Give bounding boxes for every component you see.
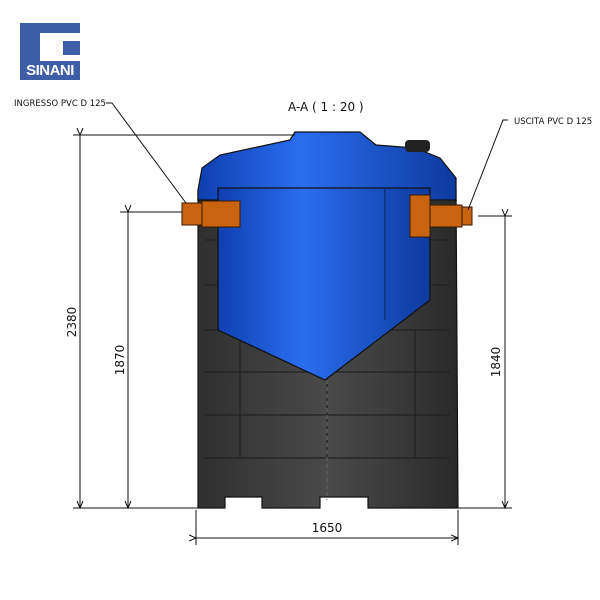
inner-tank [217,187,431,381]
outlet-pipe [409,194,473,238]
section-title: A-A ( 1 : 20 ) [288,100,364,114]
lid-cap [405,140,430,152]
inlet-label: INGRESSO PVC D 125 [14,99,106,109]
sinani-logo: SINANI [20,23,80,80]
dim-outlet-height: 1840 [489,347,503,378]
tank-lid [197,131,457,201]
logo-text: SINANI [26,62,74,79]
dim-width: 1650 [312,521,343,535]
inlet-pipe [181,200,241,228]
outlet-label: USCITA PVC D 125 [514,117,592,127]
dim-total-height: 2380 [65,307,79,338]
dim-inlet-height: 1870 [113,345,127,376]
